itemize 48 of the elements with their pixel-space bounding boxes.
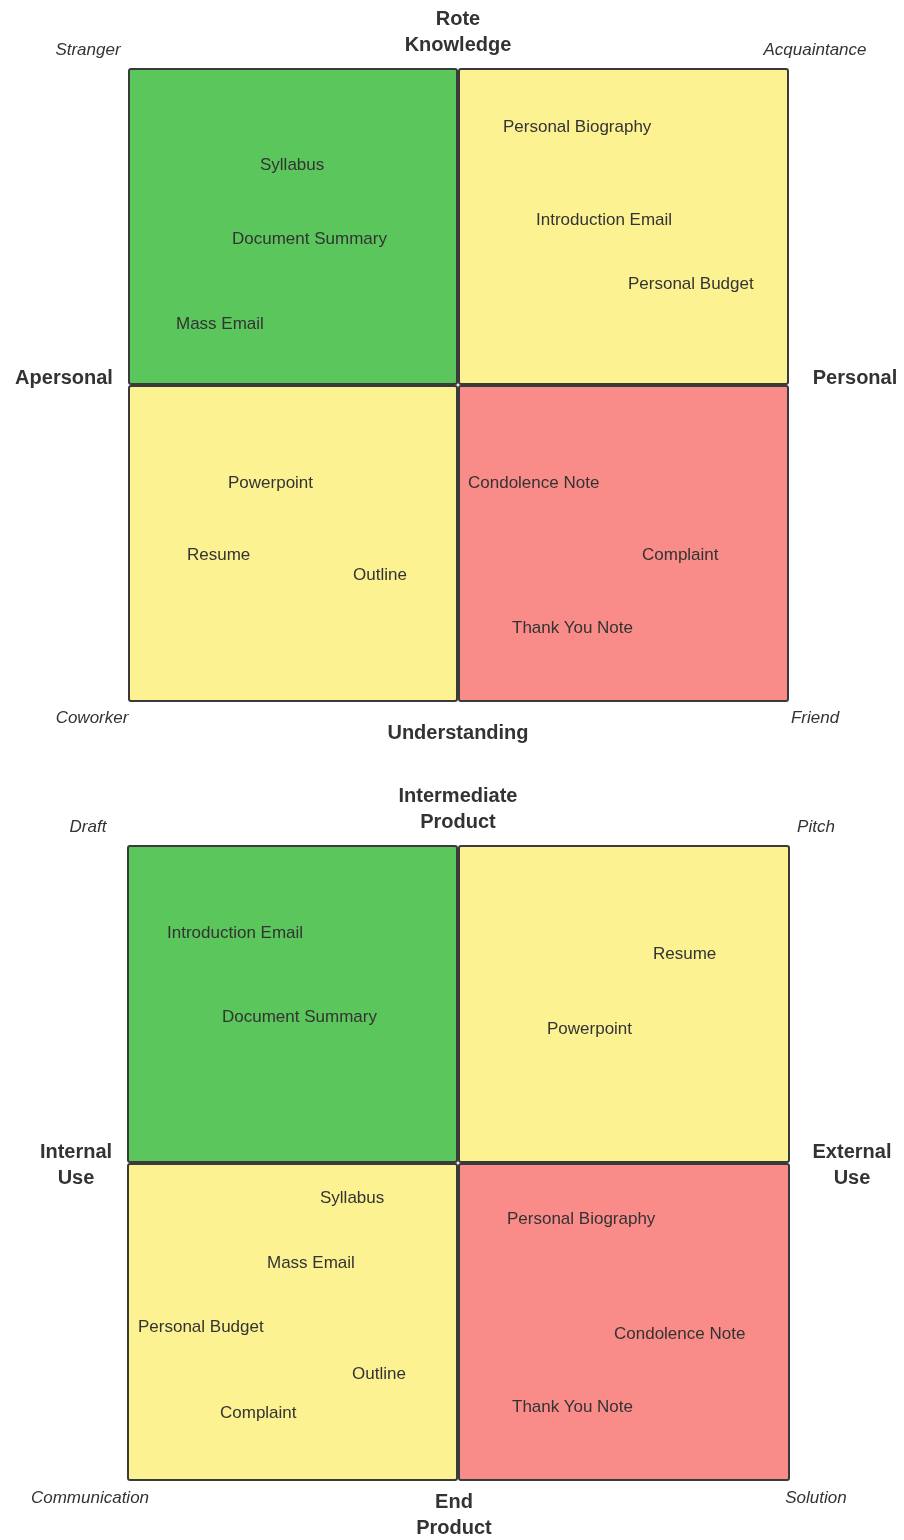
corner-label: Acquaintance bbox=[763, 40, 867, 60]
quadrant-box bbox=[127, 845, 458, 1163]
item-label: Outline bbox=[352, 1364, 406, 1384]
axis-label: Understanding bbox=[387, 720, 529, 745]
axis-label: External Use bbox=[811, 1139, 893, 1190]
item-label: Resume bbox=[187, 545, 251, 565]
item-label: Personal Budget bbox=[628, 274, 754, 294]
item-label: Introduction Email bbox=[167, 923, 304, 943]
quadrant-box bbox=[458, 68, 789, 385]
item-label: Condolence Note bbox=[468, 473, 600, 493]
item-label: Thank You Note bbox=[512, 1397, 633, 1417]
quadrant-box bbox=[458, 385, 789, 702]
corner-label: Solution bbox=[785, 1488, 847, 1508]
axis-label: Intermediate Product bbox=[397, 783, 519, 834]
item-label: Powerpoint bbox=[547, 1019, 633, 1039]
item-label: Personal Biography bbox=[503, 117, 652, 137]
item-label: Thank You Note bbox=[512, 618, 633, 638]
item-label: Mass Email bbox=[176, 314, 264, 334]
item-label: Syllabus bbox=[260, 155, 325, 175]
quadrant-box bbox=[458, 845, 790, 1163]
quadrant-box bbox=[127, 1163, 458, 1481]
axis-label: Internal Use bbox=[38, 1139, 114, 1190]
axis-label: Personal bbox=[812, 365, 898, 390]
axis-label: Rote Knowledge bbox=[403, 6, 513, 57]
corner-label: Draft bbox=[69, 817, 107, 837]
corner-label: Coworker bbox=[55, 708, 129, 728]
corner-label: Friend bbox=[790, 708, 840, 728]
axis-label: End Product bbox=[415, 1489, 493, 1540]
item-label: Resume bbox=[653, 944, 717, 964]
item-label: Personal Budget bbox=[138, 1317, 264, 1337]
item-label: Document Summary bbox=[232, 229, 387, 249]
corner-label: Stranger bbox=[55, 40, 121, 60]
corner-label: Communication bbox=[30, 1488, 150, 1508]
item-label: Complaint bbox=[642, 545, 719, 565]
quadrant-box bbox=[458, 1163, 790, 1481]
axis-label: Apersonal bbox=[15, 365, 113, 390]
quadrant-box bbox=[128, 385, 458, 702]
item-label: Complaint bbox=[220, 1403, 297, 1423]
item-label: Outline bbox=[353, 565, 407, 585]
item-label: Personal Biography bbox=[507, 1209, 656, 1229]
item-label: Powerpoint bbox=[228, 473, 314, 493]
item-label: Mass Email bbox=[267, 1253, 355, 1273]
item-label: Document Summary bbox=[222, 1007, 377, 1027]
item-label: Syllabus bbox=[320, 1188, 385, 1208]
item-label: Introduction Email bbox=[536, 210, 673, 230]
quadrant-box bbox=[128, 68, 458, 385]
item-label: Condolence Note bbox=[614, 1324, 746, 1344]
corner-label: Pitch bbox=[797, 817, 835, 837]
